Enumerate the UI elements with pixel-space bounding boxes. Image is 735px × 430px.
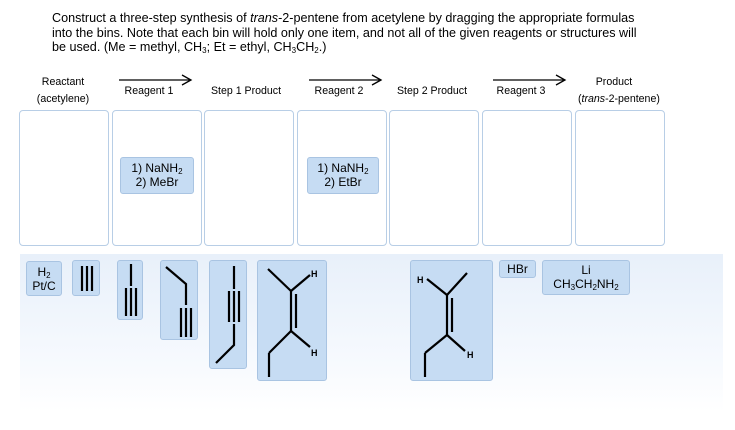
chip-h2-ptc[interactable]: H2 Pt/C [26,261,62,296]
header-reagent1: Reagent 1 [124,85,174,97]
svg-text:H: H [311,269,318,279]
header-reactant: Reactant (acetylene) [36,76,90,105]
svg-text:H: H [467,350,474,360]
bin-step1[interactable] [204,110,294,246]
header-product: Product (trans-2-pentene) [578,76,660,105]
arrow-reagent2-icon [308,74,384,86]
chip-nanh2-mebr[interactable]: 1) NaNH2 2) MeBr [120,157,194,194]
chip-nanh2-etbr[interactable]: 1) NaNH2 2) EtBr [307,157,379,194]
svg-text:H: H [417,275,424,285]
bin-step2[interactable] [389,110,479,246]
chip-propyne[interactable] [117,260,143,320]
svg-text:H: H [311,348,318,358]
chip-hbr[interactable]: HBr [499,260,536,278]
propyne-structure-icon [124,264,138,316]
chip-trans-pentene[interactable]: H H [410,260,493,381]
arrow-reagent1-icon [118,74,194,86]
acetylene-structure-icon [80,266,94,291]
instructions: Construct a three-step synthesis of tran… [52,11,637,55]
chip-butyne[interactable] [160,260,198,340]
chip-cis-pentene[interactable]: H H [257,260,327,381]
chip-acetylene[interactable] [72,260,100,296]
header-reagent3: Reagent 3 [496,85,546,97]
trans-pentene-structure-icon: H H [417,272,474,377]
butyne-structure-icon [165,266,193,337]
cis-pentene-structure-icon: H H [267,268,318,377]
chip-pentyne[interactable] [209,260,247,369]
header-reagent2: Reagent 2 [314,85,364,97]
header-step1: Step 1 Product [210,85,282,97]
bin-reactant[interactable] [19,110,109,246]
pentyne-structure-icon [215,266,241,364]
bin-reagent3[interactable] [482,110,572,246]
bin-product[interactable] [575,110,665,246]
arrow-reagent3-icon [492,74,568,86]
header-step2: Step 2 Product [396,85,468,97]
chip-li-ethylamine[interactable]: Li CH3CH2NH2 [542,260,630,295]
